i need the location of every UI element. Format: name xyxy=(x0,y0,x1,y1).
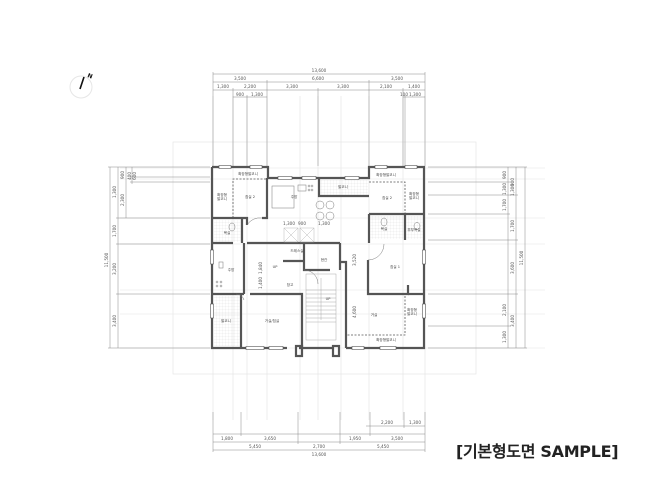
room-label-master-bathroom: 부부욕실 xyxy=(407,227,420,232)
svg-text:2,200: 2,200 xyxy=(244,84,256,89)
svg-text:1,300: 1,300 xyxy=(318,221,330,226)
svg-text:1,400: 1,400 xyxy=(258,277,263,289)
svg-text:1,400: 1,400 xyxy=(408,84,420,89)
svg-text:1,300: 1,300 xyxy=(112,186,117,198)
room-labels: 확장형발코니 확장형 발코니 침실 2 주방 발코니 확장형발코니 확장형 발코… xyxy=(217,171,421,342)
svg-text:발코니: 발코니 xyxy=(409,195,419,200)
svg-text:11,500: 11,500 xyxy=(104,252,109,267)
svg-text:1,840: 1,840 xyxy=(258,262,263,274)
svg-text:11,500: 11,500 xyxy=(519,250,524,265)
svg-text:900: 900 xyxy=(298,221,306,226)
top-dimensions xyxy=(212,72,426,166)
room-label-bathroom-east: 욕실 xyxy=(381,226,388,231)
drawing-title: [기본형도면 SAMPLE] xyxy=(456,442,619,461)
room-label-family-room: 거실/침실 xyxy=(265,318,279,323)
svg-text:400: 400 xyxy=(127,172,132,180)
svg-text:3,500: 3,500 xyxy=(234,76,246,81)
svg-text:2,700: 2,700 xyxy=(313,444,325,449)
elevator-shafts xyxy=(283,227,315,243)
room-label-storage: 창고 xyxy=(287,282,294,287)
room-label-se-balcony-side: 확장형 xyxy=(407,307,417,312)
svg-text:1,700: 1,700 xyxy=(112,225,117,237)
svg-text:1,800: 1,800 xyxy=(221,436,233,441)
svg-text:1,300: 1,300 xyxy=(283,221,295,226)
svg-text:3,500: 3,500 xyxy=(391,76,403,81)
tiled-areas xyxy=(214,180,423,346)
svg-text:2,200: 2,200 xyxy=(381,420,393,425)
svg-text:3,520: 3,520 xyxy=(352,254,357,266)
elevator-up-label: UP xyxy=(273,265,279,269)
room-label-dining: 주방 xyxy=(228,267,235,272)
left-dimension-labels: 11,500 1,300 1,700 3,200 3,400 900 2,300… xyxy=(104,171,137,327)
svg-text:N: N xyxy=(86,72,93,80)
svg-text:600: 600 xyxy=(132,172,137,180)
room-label-ne-balcony-side: 확장형 xyxy=(409,191,419,196)
svg-text:1,300: 1,300 xyxy=(217,84,229,89)
room-label-sw-balcony: 발코니 xyxy=(221,318,231,323)
room-label-bedroom-1: 침실 1 xyxy=(390,264,400,269)
svg-text:4,600: 4,600 xyxy=(352,306,357,318)
interior-dimension-labels: 1,300 900 1,300 1,840 1,400 3,520 4,600 xyxy=(258,221,357,318)
svg-text:1,700: 1,700 xyxy=(510,220,515,232)
svg-text:13,600: 13,600 xyxy=(312,452,327,457)
svg-text:1,950: 1,950 xyxy=(349,436,361,441)
room-label-entry: 현관 xyxy=(321,257,328,262)
room-label-se-balcony: 확장형발코니 xyxy=(376,337,396,342)
svg-text:900: 900 xyxy=(502,171,507,179)
svg-text:발코니: 발코니 xyxy=(217,196,227,201)
svg-text:100: 100 xyxy=(400,92,408,97)
grid-lines xyxy=(120,96,545,420)
bottom-dimension-labels: 13,600 5,450 2,700 5,450 1,800 3,650 1,9… xyxy=(221,420,421,457)
svg-text:6,600: 6,600 xyxy=(312,76,324,81)
room-label-ne-balcony: 확장형발코니 xyxy=(376,172,396,177)
svg-text:5,450: 5,450 xyxy=(377,444,389,449)
right-dimensions xyxy=(428,166,527,349)
stair-up-label: UP xyxy=(326,297,332,301)
svg-text:3,600: 3,600 xyxy=(510,262,515,274)
svg-text:1,300: 1,300 xyxy=(502,331,507,343)
svg-text:1,300: 1,300 xyxy=(251,92,263,97)
svg-text:1,300: 1,300 xyxy=(510,184,515,196)
bottom-dimensions xyxy=(212,412,426,452)
room-label-bathroom-west: 욕실 xyxy=(224,230,231,235)
svg-text:3,300: 3,300 xyxy=(286,84,298,89)
svg-text:3,300: 3,300 xyxy=(337,84,349,89)
svg-text:5,450: 5,450 xyxy=(249,444,261,449)
room-label-bedroom-2-east: 침실 2 xyxy=(382,195,392,200)
balcony-boundaries xyxy=(232,178,406,336)
room-label-utility: 발코니 xyxy=(338,184,348,189)
svg-text:1,700: 1,700 xyxy=(502,199,507,211)
right-dimension-labels: 900 1,300 1,700 1,700 3,600 2,100 1,300 … xyxy=(502,171,524,343)
svg-text:2,100: 2,100 xyxy=(502,304,507,316)
svg-text:3,650: 3,650 xyxy=(264,436,276,441)
svg-text:3,400: 3,400 xyxy=(112,315,117,327)
room-label-bedroom-2-west: 침실 2 xyxy=(245,194,255,199)
svg-text:1,300: 1,300 xyxy=(502,183,507,195)
svg-text:900: 900 xyxy=(510,178,515,186)
svg-text:3,400: 3,400 xyxy=(510,315,515,327)
stair xyxy=(305,273,337,341)
top-dimension-labels: 13,600 3,500 6,600 3,500 1,300 2,200 3,3… xyxy=(217,68,421,97)
svg-text:2,300: 2,300 xyxy=(120,194,125,206)
room-label-nw-balcony: 확장형발코니 xyxy=(238,171,258,176)
svg-text:3,200: 3,200 xyxy=(112,263,117,275)
left-dimensions xyxy=(108,166,210,349)
fixtures xyxy=(215,184,421,301)
svg-text:1,300: 1,300 xyxy=(409,420,421,425)
north-arrow-icon: N xyxy=(69,72,93,99)
room-label-nw-balcony-side: 확장형 xyxy=(217,192,227,197)
svg-text:900: 900 xyxy=(120,171,125,179)
svg-text:3,500: 3,500 xyxy=(391,436,403,441)
room-label-kitchen: 주방 xyxy=(291,194,298,199)
svg-text:발코니: 발코니 xyxy=(407,311,417,316)
svg-text:2,100: 2,100 xyxy=(380,84,392,89)
room-label-dressroom: 드레스실 xyxy=(290,248,303,253)
svg-text:1,300: 1,300 xyxy=(409,92,421,97)
svg-text:13,600: 13,600 xyxy=(312,68,327,73)
windows xyxy=(210,165,426,350)
room-label-living: 거실 xyxy=(371,312,378,317)
svg-text:900: 900 xyxy=(236,92,244,97)
